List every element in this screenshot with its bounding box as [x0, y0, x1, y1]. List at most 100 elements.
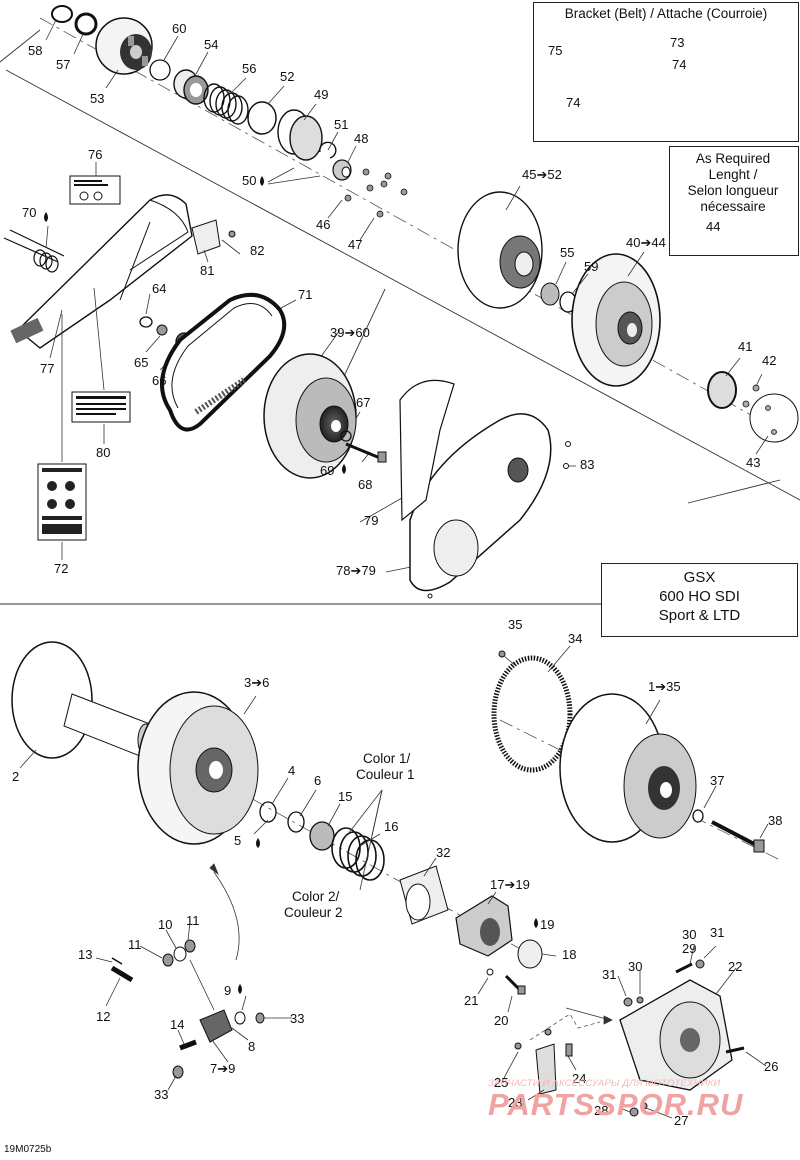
- callout-71: 71: [298, 287, 313, 302]
- part-68-bolt: [345, 442, 387, 463]
- part-16-spring: [331, 827, 385, 881]
- callout-31-b: 31: [602, 967, 617, 982]
- part-48-bushing: [332, 159, 352, 181]
- axis-line-left: [0, 29, 41, 63]
- part-6-ring: [287, 811, 305, 833]
- part-7-9-arm: [199, 1009, 233, 1043]
- model-line-3: Sport & LTD: [658, 607, 741, 624]
- callout-30-b: 30: [628, 959, 643, 974]
- part-57-ring: [74, 12, 98, 36]
- callout-29: 29: [682, 941, 697, 956]
- part-76-label-marks: [74, 180, 108, 201]
- callout-28: 28: [594, 1103, 609, 1118]
- part-77-belt-guard: [10, 194, 193, 349]
- part-58-ring: [51, 5, 73, 23]
- callout-22: 22: [728, 959, 743, 974]
- callout-11-b: 11: [128, 937, 142, 952]
- callout-66: 66: [152, 373, 167, 388]
- part-41-seal: [707, 371, 737, 409]
- part-43-cap: [749, 393, 799, 443]
- part-60-ring: [149, 59, 171, 81]
- part-78-79-belt-cover: [399, 379, 571, 599]
- part-52-circlip: [247, 101, 277, 135]
- part-67-washer: [340, 430, 352, 442]
- callout-68: 68: [358, 477, 373, 492]
- part-15-cup: [309, 821, 335, 851]
- leader-lines-lower: [19, 645, 769, 1119]
- callout-77: 77: [40, 361, 55, 376]
- callout-33-b: 33: [154, 1087, 169, 1102]
- required-length-line2: Lenght /: [708, 167, 758, 182]
- callout-33-a: 33: [290, 1011, 305, 1026]
- callout-16: 16: [384, 819, 399, 834]
- part-39-60-pulley: [263, 353, 357, 479]
- part-49-cup: [277, 109, 323, 161]
- callout-67: 67: [356, 395, 371, 410]
- callout-69: 69: [320, 463, 335, 478]
- callout-38: 38: [768, 813, 783, 828]
- required-length-line4: nécessaire: [700, 199, 766, 214]
- callout-18: 18: [562, 947, 577, 962]
- callout-47: 47: [348, 237, 363, 252]
- callout-54: 54: [204, 37, 219, 52]
- color-1-label-b: Couleur 1: [356, 767, 415, 782]
- model-designation-box: GSX 600 HO SDI Sport & LTD: [601, 563, 798, 637]
- callout-5: 5: [234, 833, 242, 848]
- part-10-11-rollers: [162, 939, 196, 967]
- callout-2: 2: [12, 769, 20, 784]
- callout-74-b: 74: [566, 95, 581, 110]
- part-3-6-movable-sheave: [137, 691, 259, 845]
- bracket-inset-box: [533, 2, 799, 142]
- callout-41: 41: [738, 339, 753, 354]
- part-17-19-cam: [455, 895, 513, 957]
- callout-6: 6: [314, 773, 322, 788]
- part-34-ring-gear: [491, 655, 573, 773]
- part-42-nuts: [742, 384, 777, 435]
- model-line-1: GSX: [683, 569, 716, 586]
- axis-line-upper: [5, 69, 800, 501]
- callout-32: 32: [436, 845, 451, 860]
- callout-27: 27: [674, 1113, 689, 1128]
- callout-35: 35: [508, 617, 523, 632]
- callout-25: 25: [494, 1075, 509, 1090]
- callout-46: 46: [316, 217, 331, 232]
- part-12-13-pin: [110, 957, 134, 983]
- part-80-label-marks: [76, 396, 126, 415]
- part-54-bushing: [173, 69, 209, 105]
- part-82-screw: [228, 230, 236, 238]
- callout-50: 50: [242, 173, 257, 188]
- callout-37: 37: [710, 773, 725, 788]
- part-70-spring: [3, 229, 65, 273]
- callout-74-a: 74: [672, 57, 687, 72]
- callout-70: 70: [22, 205, 37, 220]
- part-2-fixed-sheave: [11, 641, 155, 759]
- callout-9: 9: [224, 983, 232, 998]
- required-length-line3: Selon longueur: [687, 183, 779, 198]
- callout-59: 59: [584, 259, 599, 274]
- callout-76: 76: [88, 147, 103, 162]
- callout-43: 43: [746, 455, 761, 470]
- callout-13: 13: [78, 947, 93, 962]
- document-code: 19M0725b: [4, 1144, 52, 1155]
- callout-72: 72: [54, 561, 69, 576]
- callout-79: 79: [364, 513, 379, 528]
- callout-19: 19: [540, 917, 555, 932]
- part-22-cover: [619, 979, 733, 1091]
- lubricant-drop-icons: [44, 176, 538, 994]
- callout-52: 52: [280, 69, 295, 84]
- callout-49: 49: [314, 87, 329, 102]
- color-2-label-b: Couleur 2: [284, 905, 343, 920]
- part-32-sleeve: [399, 865, 449, 925]
- callout-83: 83: [580, 457, 595, 472]
- part-29-31-bolts: [623, 959, 745, 1117]
- callout-21: 21: [464, 993, 479, 1008]
- callout-12: 12: [96, 1009, 111, 1024]
- part-46-47-screws: [344, 168, 408, 218]
- callout-31-a: 31: [710, 925, 725, 940]
- part-38-bolt: [711, 820, 765, 853]
- part-45-52-sheave: [457, 191, 543, 309]
- callout-82: 82: [250, 243, 265, 258]
- callout-4: 4: [288, 763, 296, 778]
